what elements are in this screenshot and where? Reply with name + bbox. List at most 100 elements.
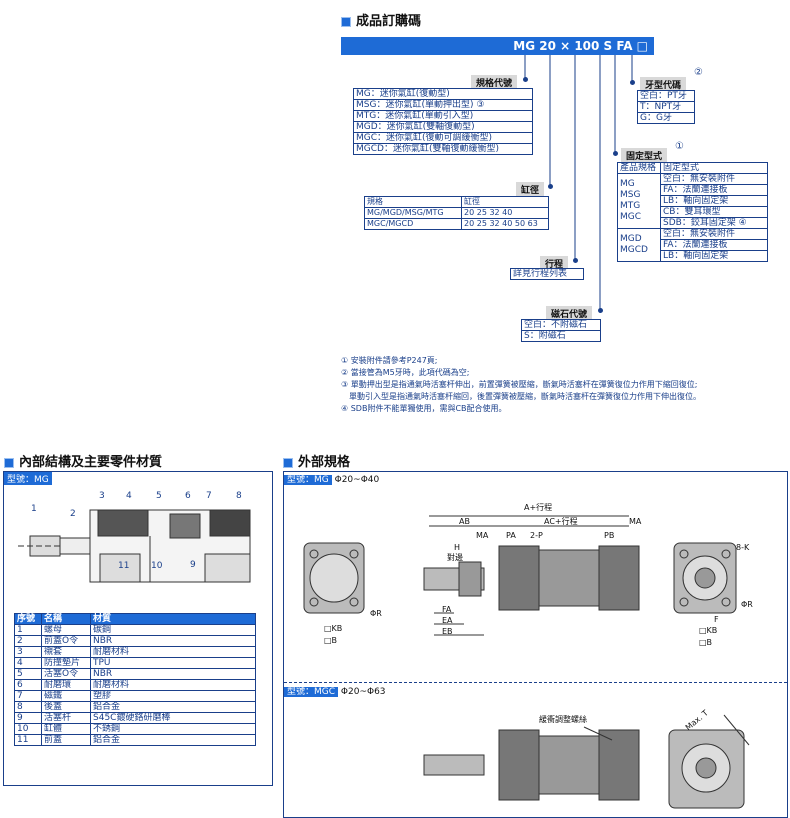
- callout-3: 3: [99, 491, 105, 501]
- dim-f: F: [714, 615, 719, 624]
- dim-b2: □B: [699, 638, 712, 647]
- callout-1: 1: [31, 504, 37, 514]
- internal-title: 內部結構及主要零件材質: [4, 451, 162, 470]
- callout-7: 7: [206, 491, 212, 501]
- parts-cell: 11: [14, 734, 42, 746]
- callout-10: 10: [151, 561, 163, 571]
- mount-models-2: MGD MGCD: [617, 228, 661, 262]
- spec-box: MG：迷你氣缸(復動型) MSG：迷你氣缸(單動押出型) ③ MTG：迷你氣缸(…: [353, 88, 533, 155]
- mg-drawing: A+行程 AB AC+行程 MA MA PA 2-P PB H 對邊 □KB □…: [303, 502, 753, 647]
- mount-label: 固定型式: [621, 148, 668, 163]
- parts-cell: 防撞墊片: [41, 657, 91, 669]
- dim-ab: AB: [459, 517, 470, 526]
- parts-cell: 6: [14, 679, 42, 691]
- connector-lines: [524, 55, 633, 313]
- parts-cell: 3: [14, 646, 42, 658]
- parts-header: 序號: [14, 613, 42, 625]
- dim-kb2: □KB: [699, 626, 717, 635]
- mount-type: 空白：無安裝附件: [660, 173, 768, 185]
- thread-label: 牙型代碼: [640, 77, 687, 92]
- spec-item: MGCD：迷你氣缸(雙軸復動緩衝型): [356, 144, 499, 154]
- spec-dot: [523, 77, 528, 82]
- stroke-label: 行程: [540, 256, 569, 271]
- max-t-label: Max. T: [684, 708, 710, 732]
- parts-cell: 後蓋: [41, 701, 91, 713]
- thread-dot: [630, 80, 635, 85]
- bore-cell: 20 25 32 40 50 63: [461, 218, 549, 230]
- mount-type: 空白：無安裝附件: [660, 228, 768, 240]
- stroke-dot: [573, 258, 578, 263]
- bore-cell: 20 25 32 40: [461, 207, 549, 219]
- magnet-label: 磁石代號: [546, 306, 593, 321]
- parts-cell: 塑膠: [90, 690, 256, 702]
- mount-model: MSG: [620, 190, 641, 200]
- parts-header: 材質: [90, 613, 256, 625]
- mount-type: LB：軸向固定架: [660, 250, 768, 262]
- dim-a-stroke: A+行程: [524, 502, 552, 512]
- bore-label: 缸徑: [516, 182, 545, 197]
- parts-cell: 襯套: [41, 646, 91, 658]
- mg-heading: 型號：MG Φ20~Φ40: [284, 472, 379, 485]
- dim-r2: ΦR: [741, 600, 753, 609]
- external-title: 外部規格: [283, 451, 350, 470]
- parts-cell: TPU: [90, 657, 256, 669]
- mount-type: SDB：鉸耳固定架 ④: [660, 217, 768, 229]
- note: 單動引入型是指通氣時活塞杆縮回，後置彈簧被壓縮，斷氣時活塞杆在彈簧復位力作用下伸…: [341, 392, 701, 401]
- callout-11: 11: [118, 561, 129, 571]
- spec-label: 規格代號: [471, 75, 518, 90]
- section-divider: [284, 682, 787, 683]
- mount-model: MGCD: [620, 245, 648, 255]
- section-square-icon: [341, 16, 351, 27]
- dim-h: H: [454, 543, 460, 552]
- mgc-tag: 型號：MGC: [284, 687, 339, 697]
- stroke-box: 詳見行程列表: [510, 268, 584, 280]
- spec-item: MTG：迷你氣缸(單動引入型): [354, 111, 532, 122]
- parts-cell: 缸體: [41, 723, 91, 735]
- note: ③ 單動押出型是指通氣時活塞杆伸出，前置彈簧被壓縮，斷氣時活塞杆在彈簧復位力作用…: [341, 380, 698, 389]
- spec-item: MSG：迷你氣缸(單動押出型) ③: [354, 100, 532, 111]
- callout-2: 2: [70, 509, 76, 519]
- mount-header: 產品規格: [617, 162, 661, 174]
- parts-cell: 8: [14, 701, 42, 713]
- mg-range: Φ20~Φ40: [334, 475, 380, 485]
- dim-r: ΦR: [370, 609, 382, 618]
- section-square-icon: [4, 457, 14, 468]
- parts-cell: NBR: [90, 668, 256, 680]
- dim-b: □B: [324, 636, 337, 645]
- internal-frame: 型號：MG: [3, 471, 273, 786]
- parts-cell: NBR: [90, 635, 256, 647]
- stroke-value: 詳見行程列表: [513, 269, 568, 279]
- mount-type: FA：法蘭連接板: [660, 184, 768, 196]
- note: ① 安裝附件請參考P247頁;: [341, 356, 438, 365]
- magnet-box: 空白：不附磁石 S：附磁石: [521, 319, 601, 342]
- order-notes: ① 安裝附件請參考P247頁; ② 當接管為M5牙時，此項代碼為空; ③ 單動押…: [341, 355, 701, 415]
- thread-item: T：NPT牙: [638, 102, 694, 113]
- order-code-bar: MG 20 × 100 S FA □: [341, 37, 654, 55]
- mount-type: LB：軸向固定架: [660, 195, 768, 207]
- parts-cell: S45C鍍硬鉻研磨棒: [90, 712, 256, 724]
- parts-cell: 不銹鋼: [90, 723, 256, 735]
- callout-5: 5: [156, 491, 162, 501]
- dim-kb: □KB: [324, 624, 342, 633]
- dim-fa: FA: [442, 605, 452, 614]
- internal-model-tag: 型號：MG: [4, 472, 52, 485]
- callout-8: 8: [236, 491, 242, 501]
- cushion-screw-label: 緩衝調整螺絲: [539, 714, 587, 724]
- magnet-item: 空白：不附磁石: [522, 320, 600, 331]
- mount-mark: ①: [675, 141, 684, 152]
- callout-9: 9: [190, 560, 196, 570]
- parts-cell: 耐磨材料: [90, 646, 256, 658]
- parts-cell: 4: [14, 657, 42, 669]
- mount-model: MGD: [620, 234, 642, 244]
- mgc-heading: 型號：MGC Φ20~Φ63: [284, 684, 386, 697]
- parts-cell: 耐磨材料: [90, 679, 256, 691]
- dim-ea: EA: [442, 616, 453, 625]
